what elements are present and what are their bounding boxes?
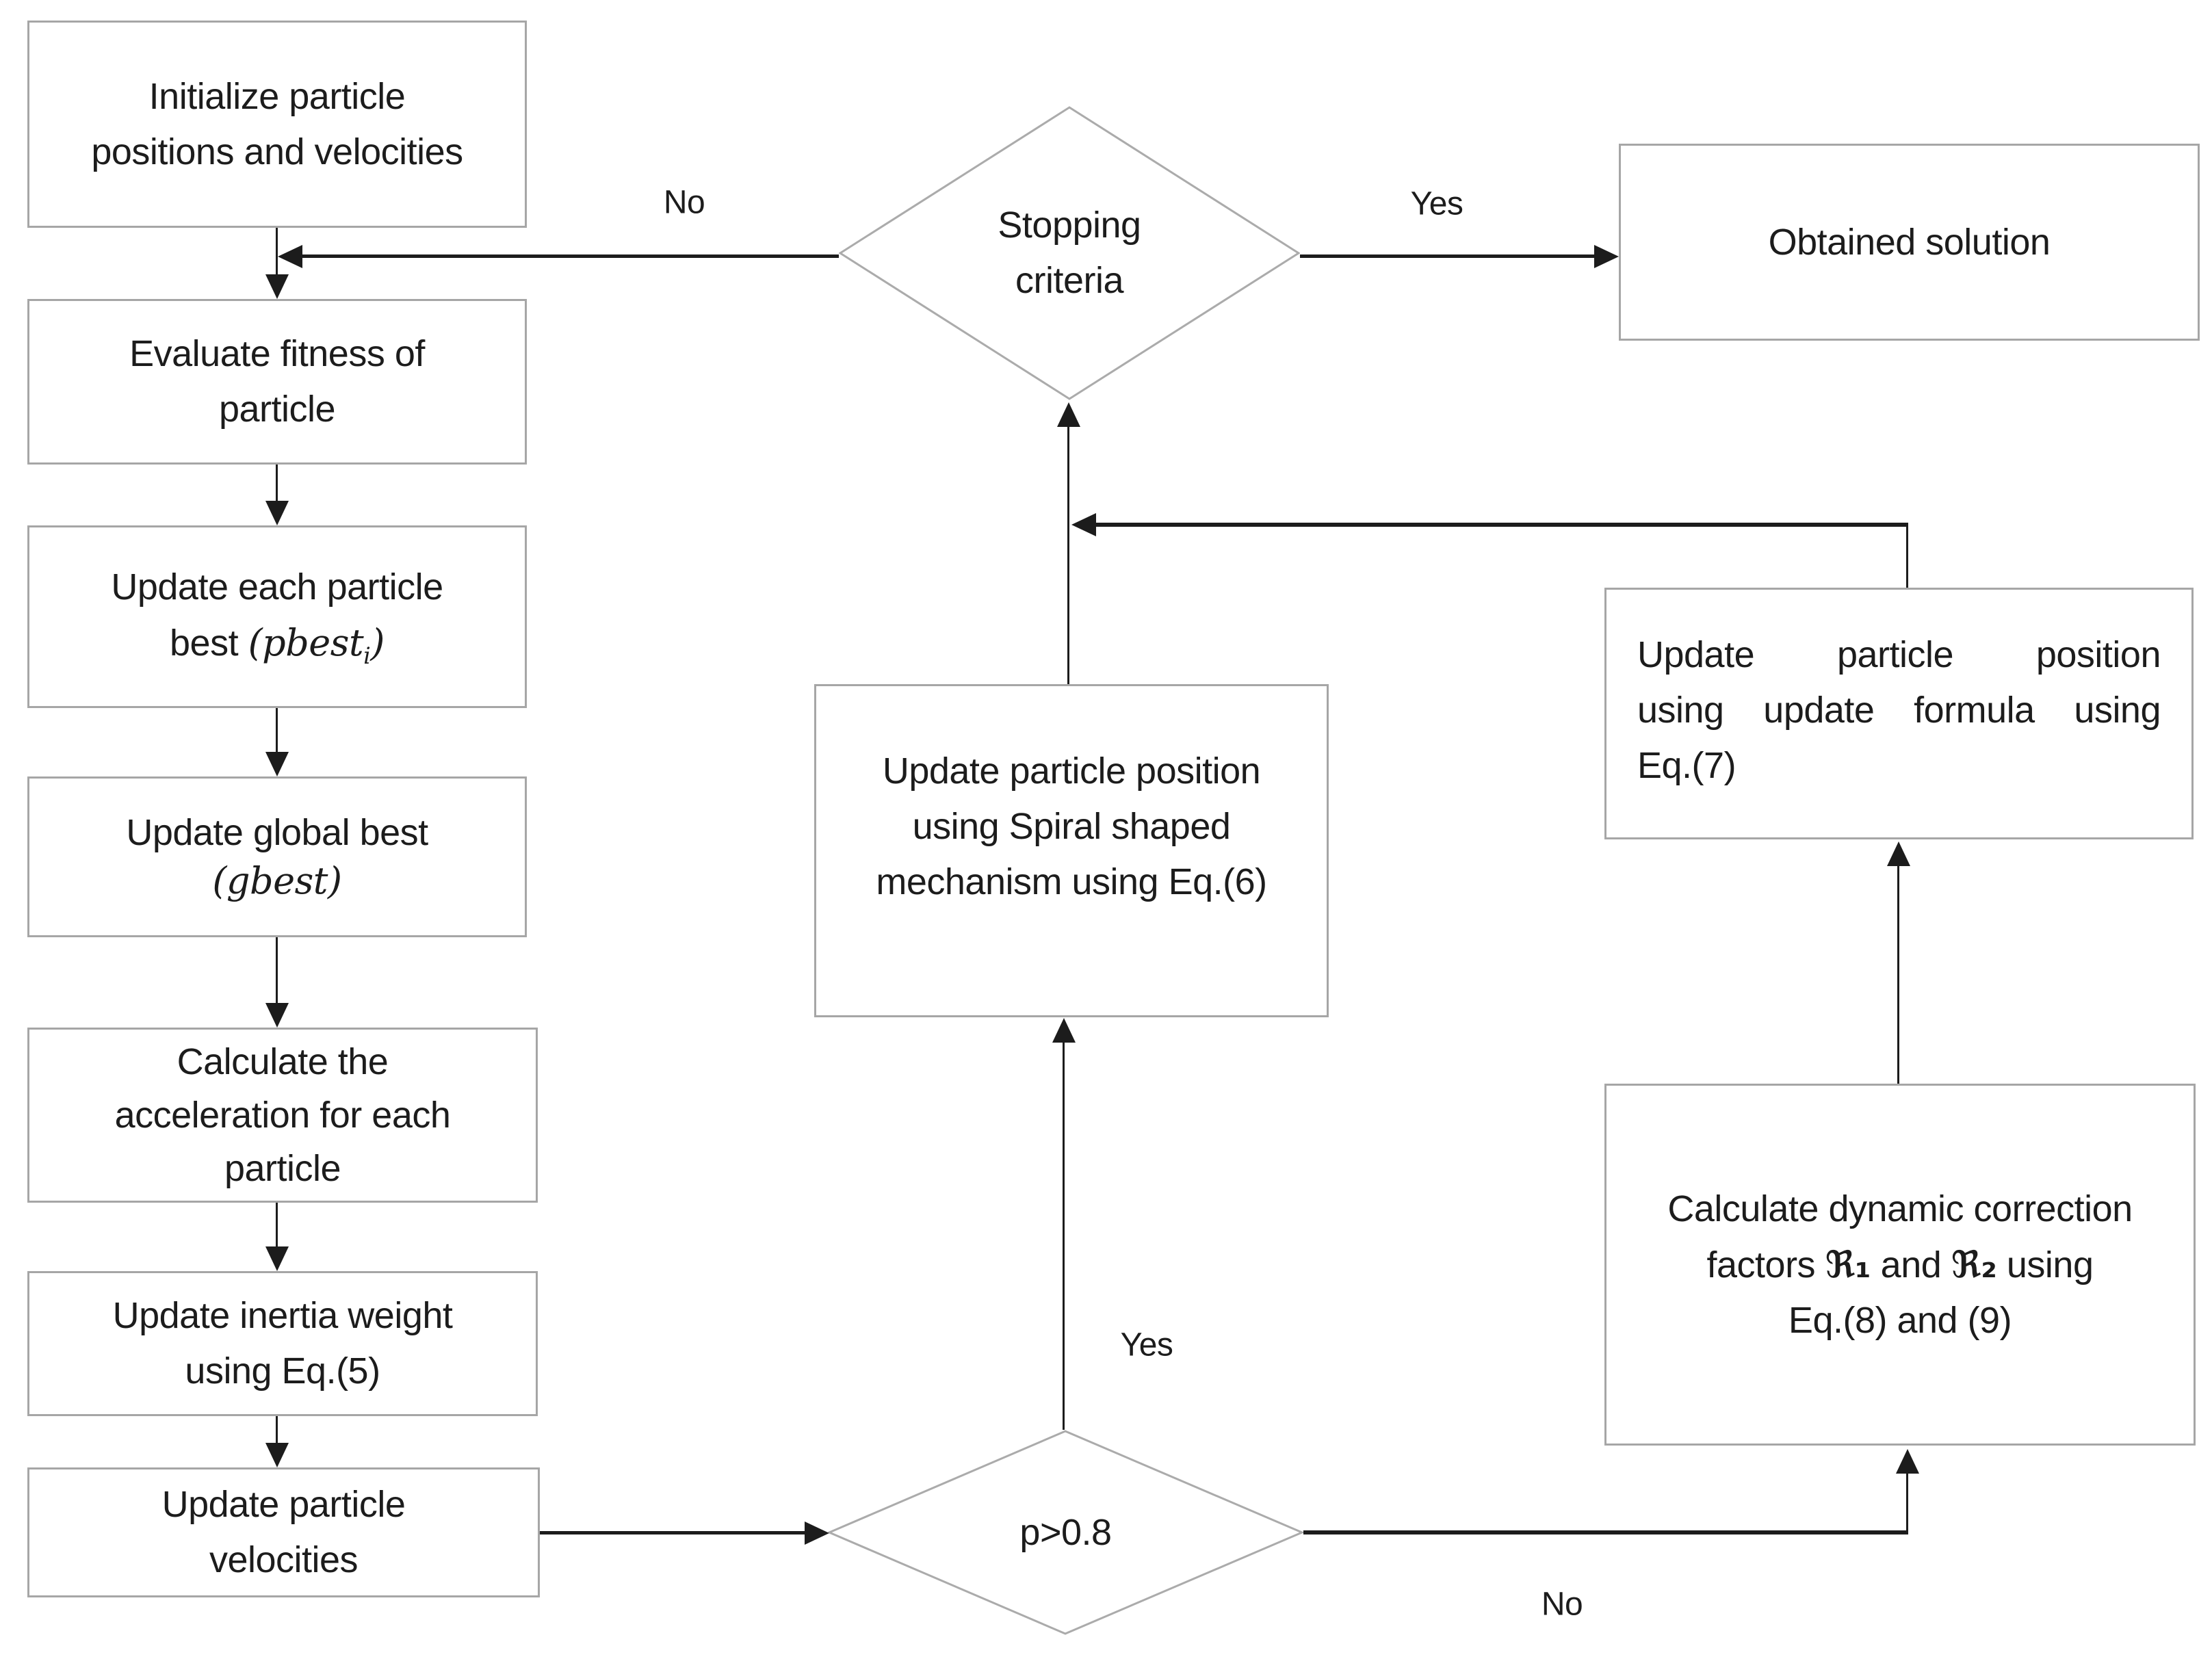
- box-acceleration-line3: particle: [224, 1148, 341, 1190]
- box-correction-line1: Calculate dynamic correction: [1667, 1188, 2133, 1229]
- arrowhead-into-obtained: [1594, 245, 1619, 268]
- arrowhead-into-p-diamond: [805, 1521, 829, 1545]
- connector-velocities-p: [540, 1531, 807, 1534]
- correction-factor-r2: ℜ₂: [1951, 1242, 1997, 1286]
- arrowhead-into-gbest: [265, 752, 289, 776]
- connector-inertia-velocities: [276, 1416, 278, 1444]
- box-velocities: Update particle velocities: [27, 1467, 540, 1597]
- arrowhead-into-acceleration: [265, 1003, 289, 1028]
- stopping-diamond-label: Stopping criteria: [839, 106, 1300, 400]
- connector-no-up-correction: [1906, 1471, 1908, 1532]
- arrowhead-into-inertia: [265, 1246, 289, 1271]
- stopping-line1: Stopping: [998, 205, 1141, 246]
- box-spiral-line3: mechanism using Eq.(6): [876, 861, 1267, 902]
- pbest-math: (pbest: [248, 621, 364, 665]
- box-initialize-line2: positions and velocities: [91, 131, 463, 172]
- connector-acceleration-inertia: [276, 1203, 278, 1248]
- arrowhead-into-velocities: [265, 1443, 289, 1467]
- formula-feedback-line: [1095, 523, 1908, 527]
- arrowhead-no-return: [278, 245, 302, 268]
- correction-text-c: using: [1996, 1244, 2094, 1285]
- box-formula-line3: Eq.(7): [1637, 745, 1736, 786]
- arrowhead-into-stopping: [1057, 402, 1080, 427]
- box-gbest-line2: (gbest): [212, 859, 342, 902]
- connector-gbest-acceleration: [276, 937, 278, 1004]
- connector-evaluate-pbest: [276, 465, 278, 502]
- box-formula-line2: using update formula using: [1637, 690, 2161, 731]
- box-formula-line1: Update particle position: [1637, 634, 2161, 675]
- box-correction-line3: Eq.(8) and (9): [1788, 1299, 2012, 1341]
- arrowhead-into-evaluate: [265, 274, 289, 299]
- p-diamond-shape: [828, 1430, 1303, 1635]
- box-acceleration: Calculate the acceleration for each part…: [27, 1028, 538, 1203]
- box-spiral-line1: Update particle position: [882, 750, 1261, 792]
- correction-text-a: factors: [1706, 1244, 1825, 1285]
- label-yes-mid: Yes: [1120, 1327, 1173, 1363]
- label-no-top: No: [663, 184, 705, 221]
- pbest-subscript: i: [363, 642, 371, 670]
- label-yes-top: Yes: [1410, 185, 1463, 222]
- box-obtained-label: Obtained solution: [1768, 221, 2051, 263]
- box-inertia: Update inertia weight using Eq.(5): [27, 1271, 538, 1416]
- box-velocities-line1: Update particle: [161, 1484, 406, 1525]
- box-velocities-line2: velocities: [209, 1539, 359, 1580]
- connector-correction-formula: [1897, 863, 1899, 1084]
- box-acceleration-line1: Calculate the: [177, 1041, 389, 1082]
- arrowhead-into-pbest: [265, 501, 289, 525]
- box-pbest-line1: Update each particle: [111, 566, 443, 608]
- p-diamond-label: p>0.8: [828, 1430, 1303, 1635]
- box-obtained: Obtained solution: [1619, 144, 2200, 341]
- yes-solution-line: [1300, 254, 1594, 258]
- diamond-p-condition: p>0.8: [828, 1430, 1303, 1635]
- box-gbest: Update global best (gbest): [27, 776, 527, 937]
- box-correction: Calculate dynamic correction factors ℜ₁ …: [1604, 1084, 2196, 1446]
- label-no-bottom: No: [1541, 1586, 1583, 1623]
- pbest-math-close: ): [370, 621, 385, 665]
- box-evaluate-line1: Evaluate fitness of: [129, 333, 425, 374]
- correction-text-b: and: [1871, 1244, 1951, 1285]
- p-condition-text: p>0.8: [1019, 1511, 1112, 1553]
- diamond-stopping-criteria: Stopping criteria: [839, 106, 1300, 400]
- pbest-text: best: [170, 623, 248, 664]
- box-acceleration-line2: acceleration for each: [114, 1094, 451, 1136]
- connector-spiral-stopping: [1067, 424, 1069, 684]
- arrowhead-into-formula: [1887, 841, 1910, 866]
- box-pbest: Update each particle best (pbesti): [27, 525, 527, 708]
- arrowhead-into-correction: [1896, 1449, 1919, 1474]
- connector-p-spiral: [1063, 1040, 1065, 1430]
- connector-formula-up: [1906, 523, 1908, 588]
- connector-initialize-evaluate: [276, 228, 278, 277]
- box-initialize: Initialize particle positions and veloci…: [27, 21, 527, 228]
- no-bottom-line: [1303, 1530, 1908, 1534]
- box-spiral-line2: using Spiral shaped: [912, 806, 1231, 847]
- box-pbest-line2: best (pbesti): [170, 615, 385, 673]
- box-evaluate-line2: particle: [218, 389, 336, 430]
- stopping-diamond-shape: [839, 106, 1300, 400]
- box-correction-line2: factors ℜ₁ and ℜ₂ using: [1707, 1237, 2094, 1293]
- box-evaluate: Evaluate fitness of particle: [27, 299, 527, 465]
- box-formula: Update particle position using update fo…: [1604, 588, 2194, 839]
- connector-pbest-gbest: [276, 708, 278, 753]
- no-return-line: [301, 254, 839, 258]
- stopping-line2: criteria: [1015, 260, 1124, 301]
- box-initialize-line1: Initialize particle: [148, 75, 406, 117]
- arrowhead-into-spiral: [1052, 1018, 1076, 1043]
- box-inertia-line2: using Eq.(5): [185, 1350, 380, 1392]
- box-inertia-line1: Update inertia weight: [112, 1295, 453, 1336]
- arrowhead-feedback-join: [1071, 513, 1096, 536]
- box-spiral: Update particle position using Spiral sh…: [814, 684, 1329, 1017]
- correction-factor-r1: ℜ₁: [1825, 1242, 1871, 1286]
- box-gbest-line1: Update global best: [126, 812, 428, 854]
